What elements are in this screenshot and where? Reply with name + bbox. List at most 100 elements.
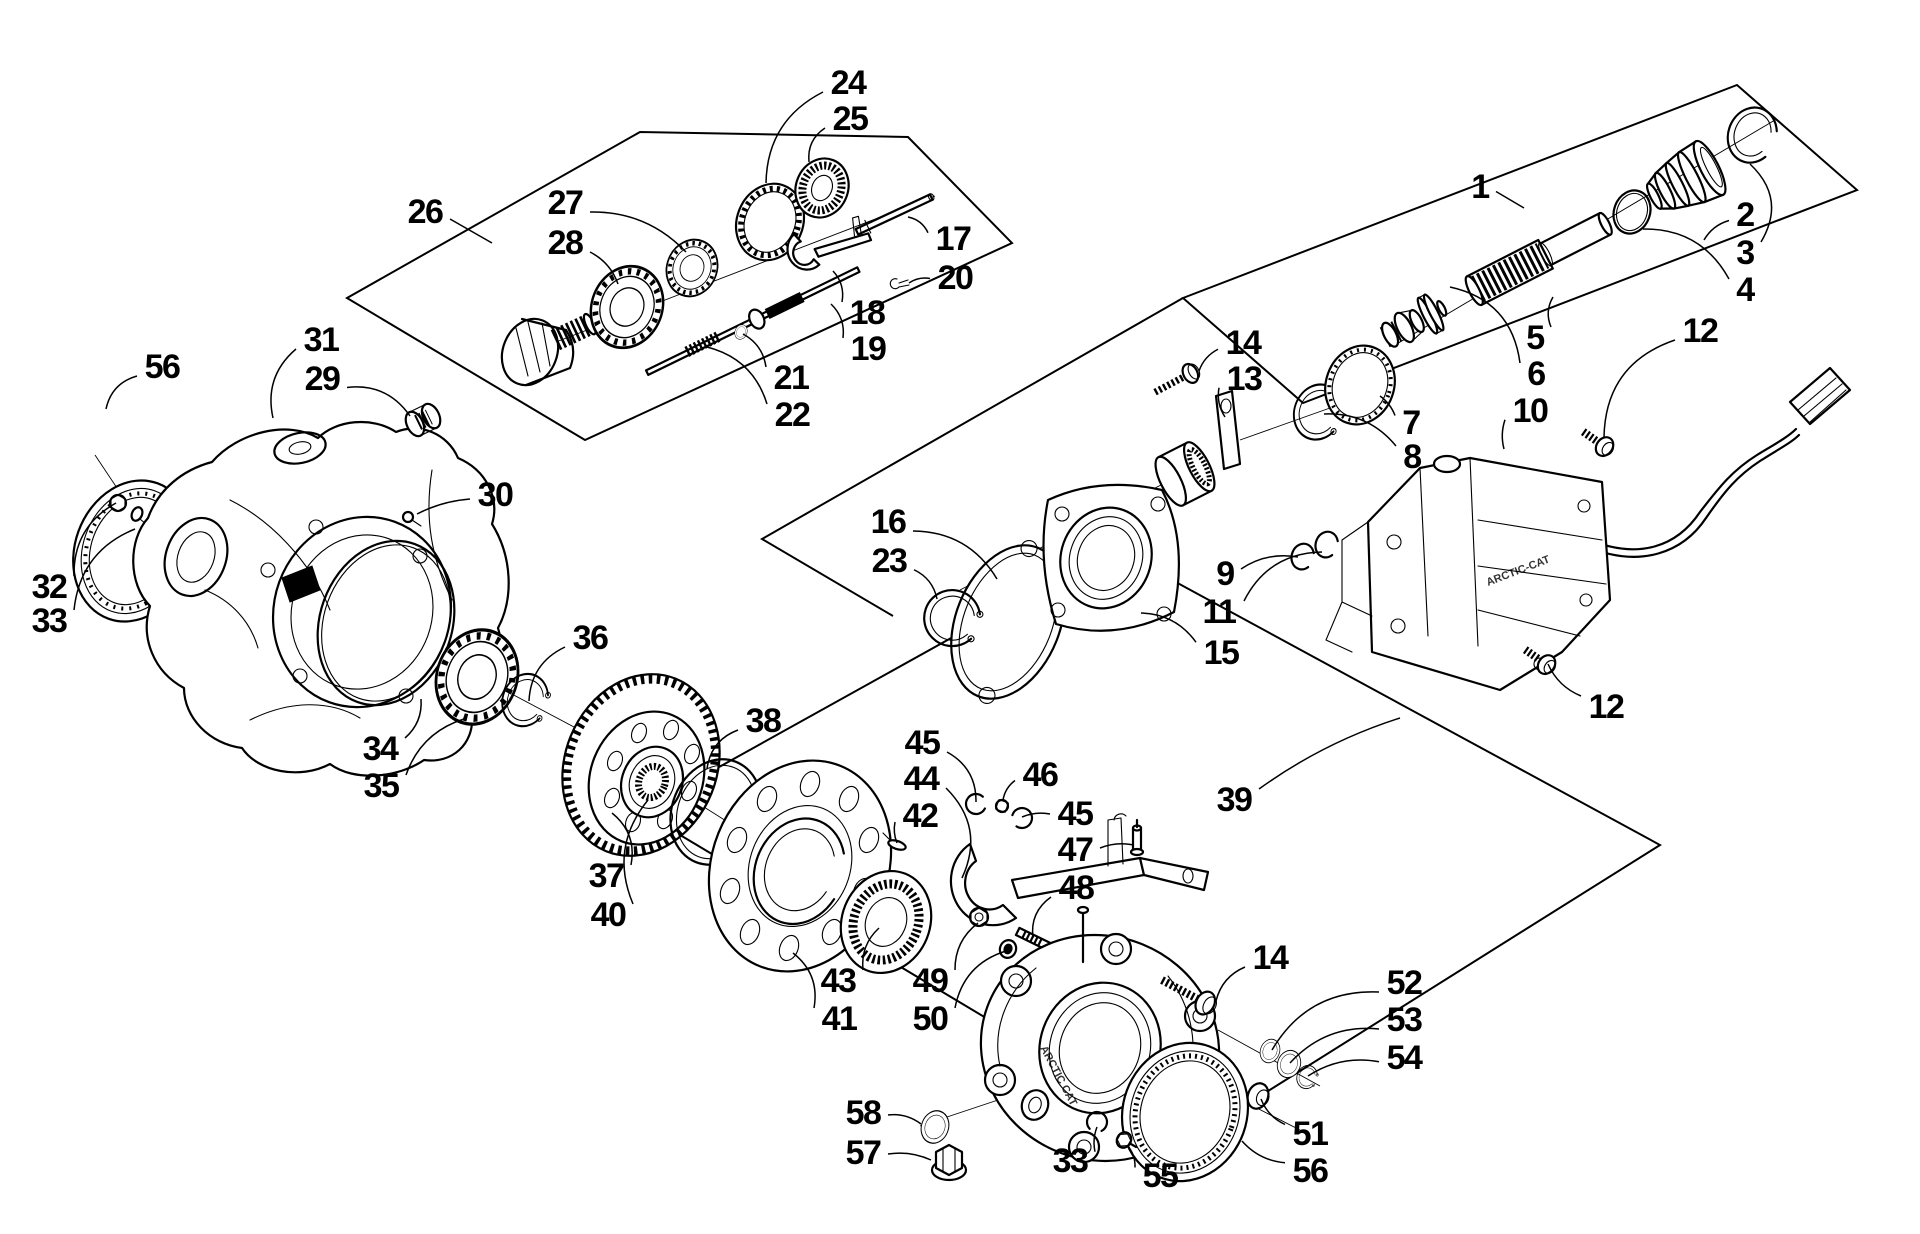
callout-49: 49 — [913, 962, 948, 1000]
leader-line-17 — [907, 216, 929, 234]
leader-line-57 — [887, 1152, 932, 1161]
callout-20: 20 — [938, 259, 973, 297]
callout-44: 44 — [904, 760, 940, 798]
callout-58: 58 — [846, 1094, 881, 1132]
leader-line-16 — [912, 530, 998, 580]
leader-line-1 — [1495, 190, 1525, 209]
gearcase-housing — [132, 420, 510, 777]
callout-15: 15 — [1204, 634, 1239, 672]
leader-line-14 — [1215, 966, 1246, 1002]
leader-line-37 — [611, 812, 633, 866]
leader-line-53 — [1289, 1027, 1380, 1064]
callout-18: 18 — [850, 294, 885, 332]
differential-group — [561, 673, 933, 975]
callout-29: 29 — [305, 360, 340, 398]
leader-line-21 — [742, 333, 767, 368]
leader-line-58 — [887, 1113, 922, 1125]
shift-shaft-lower — [644, 266, 861, 376]
callout-26: 26 — [408, 193, 443, 231]
actuator-harness — [1583, 366, 1852, 558]
callout-32: 32 — [32, 568, 67, 606]
seal-nut — [108, 493, 128, 513]
rear-seal — [1120, 1041, 1250, 1183]
leader-line-55 — [1126, 1144, 1136, 1168]
callout-4: 4 — [1736, 271, 1755, 309]
leader-line-19 — [830, 303, 845, 339]
leader-line-15 — [1140, 612, 1197, 643]
callout-22: 22 — [775, 396, 810, 434]
callout-33: 33 — [32, 602, 67, 640]
carrier-bearing — [1154, 441, 1216, 507]
callout-12: 12 — [1683, 312, 1718, 350]
callout-39: 39 — [1217, 781, 1252, 819]
callout-5: 5 — [1526, 319, 1544, 357]
fork-clip-a — [963, 791, 987, 817]
pinion-bearing-inner — [579, 255, 675, 359]
callout-43: 43 — [821, 962, 856, 1000]
leader-line-12 — [1603, 339, 1676, 438]
output-shaft-group-outline — [1181, 83, 1859, 405]
callout-50: 50 — [913, 1000, 948, 1038]
spline-gear — [794, 157, 850, 219]
cotter-pin — [889, 278, 910, 290]
pinion-shaft-group — [500, 157, 935, 387]
fork-clip-b — [1009, 804, 1036, 832]
callout-54: 54 — [1387, 1039, 1423, 1077]
leader-line-33 — [73, 528, 136, 611]
leader-line-52 — [1271, 991, 1380, 1051]
fork-spring-washer — [994, 798, 1010, 814]
rear-cover-group: ARCTIC CAT — [916, 905, 1321, 1183]
callout-40: 40 — [591, 896, 626, 934]
callout-47: 47 — [1058, 831, 1093, 869]
callout-35: 35 — [364, 767, 399, 805]
bevel-pinion-gear — [500, 312, 597, 387]
callout-41: 41 — [822, 1000, 857, 1038]
leader-line-4 — [1642, 228, 1730, 280]
callout-48: 48 — [1059, 869, 1094, 907]
callout-12: 12 — [1589, 688, 1624, 726]
cover-ear-5 — [1099, 932, 1133, 966]
carrier-bolt — [1153, 362, 1201, 396]
leader-line-2 — [1703, 219, 1730, 241]
callout-9: 9 — [1216, 555, 1234, 593]
leader-line-43 — [861, 927, 880, 971]
callout-13: 13 — [1227, 360, 1262, 398]
callout-10: 10 — [1513, 392, 1548, 430]
pinion-bearing-outer — [658, 232, 726, 304]
leader-line-7 — [1379, 395, 1396, 416]
leader-line-44 — [945, 787, 972, 879]
leader-line-29 — [346, 386, 411, 417]
leader-line-22 — [706, 346, 768, 405]
leader-line-27 — [589, 211, 687, 253]
callout-6: 6 — [1527, 355, 1545, 393]
leader-line-38 — [706, 729, 739, 770]
callout-11: 11 — [1203, 593, 1237, 631]
fork-pivot-pin — [882, 832, 907, 851]
callout-16: 16 — [871, 503, 906, 541]
leader-line-30 — [416, 498, 471, 515]
gearcase-housing-group — [72, 402, 557, 777]
leader-line-49 — [954, 922, 979, 971]
rod-nut — [968, 906, 990, 928]
output-shaft — [1464, 211, 1613, 307]
callout-31: 31 — [304, 321, 339, 359]
leader-line-12 — [1547, 663, 1582, 697]
leader-line-32 — [73, 502, 117, 577]
leader-line-36 — [528, 646, 566, 702]
drive-boot — [1645, 139, 1727, 210]
callout-28: 28 — [548, 224, 583, 262]
leader-line-54 — [1307, 1059, 1380, 1077]
leader-line-14 — [1198, 348, 1219, 372]
shift-rod — [854, 193, 935, 236]
splined-coupler-ring — [839, 869, 933, 975]
bearing-carrier-group — [915, 362, 1339, 705]
leader-line-35 — [405, 718, 465, 776]
leader-line-28 — [589, 251, 619, 285]
actuator-screw-upper — [1580, 428, 1615, 458]
leader-line-56 — [1241, 1140, 1286, 1164]
callout-3: 3 — [1736, 234, 1754, 272]
callout-14: 14 — [1253, 939, 1289, 977]
callout-51: 51 — [1293, 1115, 1328, 1153]
